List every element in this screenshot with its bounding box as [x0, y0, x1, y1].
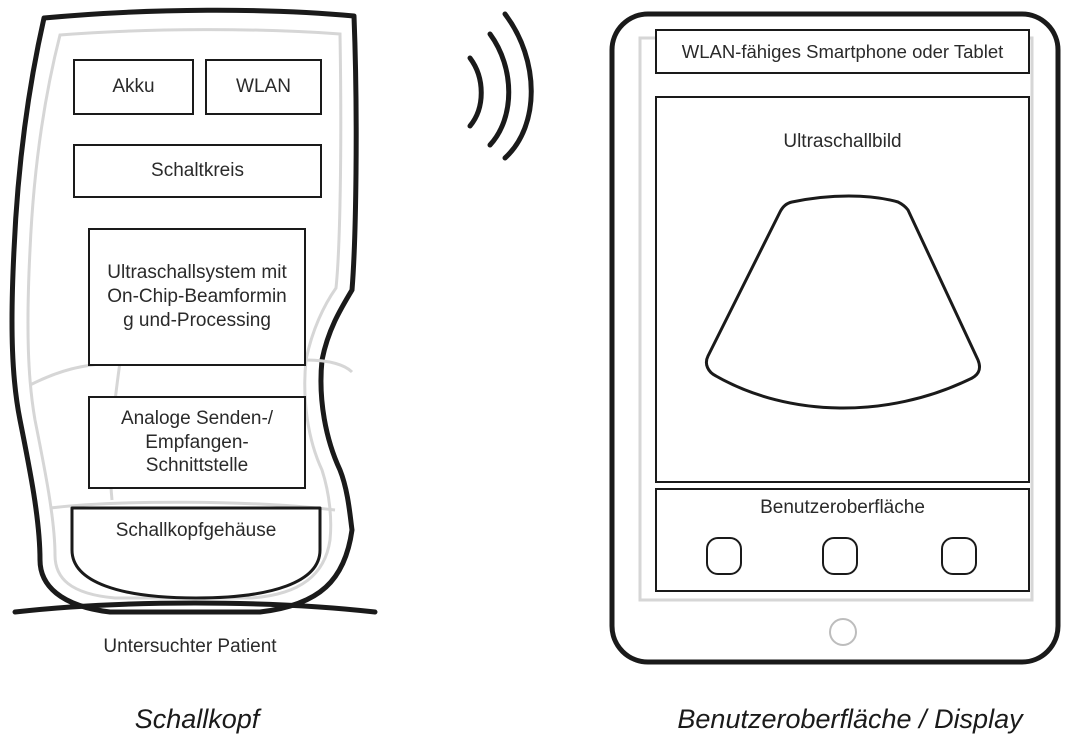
probe-housing-dome — [70, 506, 322, 600]
user-interface-label: Benutzeroberfläche — [760, 497, 925, 518]
patient-skin-line — [12, 600, 378, 615]
probe-inner-line-right — [305, 358, 354, 374]
ultrasound-sector-icon — [704, 194, 982, 410]
ultrasound-system-label: Ultraschallsystem mit On-Chip-Beamformin… — [107, 262, 287, 331]
ui-button-3[interactable] — [941, 537, 977, 575]
wireless-signal-icon — [467, 11, 534, 161]
patient-label: Untersuchter Patient — [103, 636, 277, 657]
analog-interface-label: Analoge Senden-/ Empfangen-Schnittstelle — [120, 407, 274, 477]
device-label-box: WLAN-fähiges Smartphone oder Tablet — [655, 29, 1030, 74]
housing-label: Schallkopfgehäuse — [115, 520, 277, 541]
probe-inner-outline — [26, 28, 343, 600]
device-label: WLAN-fähiges Smartphone oder Tablet — [681, 40, 1004, 62]
wlan-label: WLAN — [236, 76, 291, 98]
ultrasound-system-box: Ultraschallsystem mit On-Chip-Beamformin… — [88, 228, 306, 366]
ui-button-1[interactable] — [706, 537, 742, 575]
analog-interface-box: Analoge Senden-/ Empfangen-Schnittstelle — [88, 396, 306, 489]
ultrasound-image-label: Ultraschallbild — [783, 131, 902, 152]
circuit-box: Schaltkreis — [73, 144, 322, 198]
wlan-box: WLAN — [205, 59, 322, 115]
battery-label: Akku — [112, 76, 155, 98]
battery-box: Akku — [73, 59, 194, 115]
probe-body-outline — [9, 7, 359, 615]
home-button-icon[interactable] — [829, 618, 857, 646]
ui-button-2[interactable] — [822, 537, 858, 575]
probe-caption: Schallkopf — [134, 704, 260, 734]
display-caption: Benutzeroberfläche / Display — [677, 704, 1023, 734]
ultrasound-image-box: Ultraschallbild — [655, 96, 1030, 483]
circuit-label: Schaltkreis — [151, 160, 244, 182]
